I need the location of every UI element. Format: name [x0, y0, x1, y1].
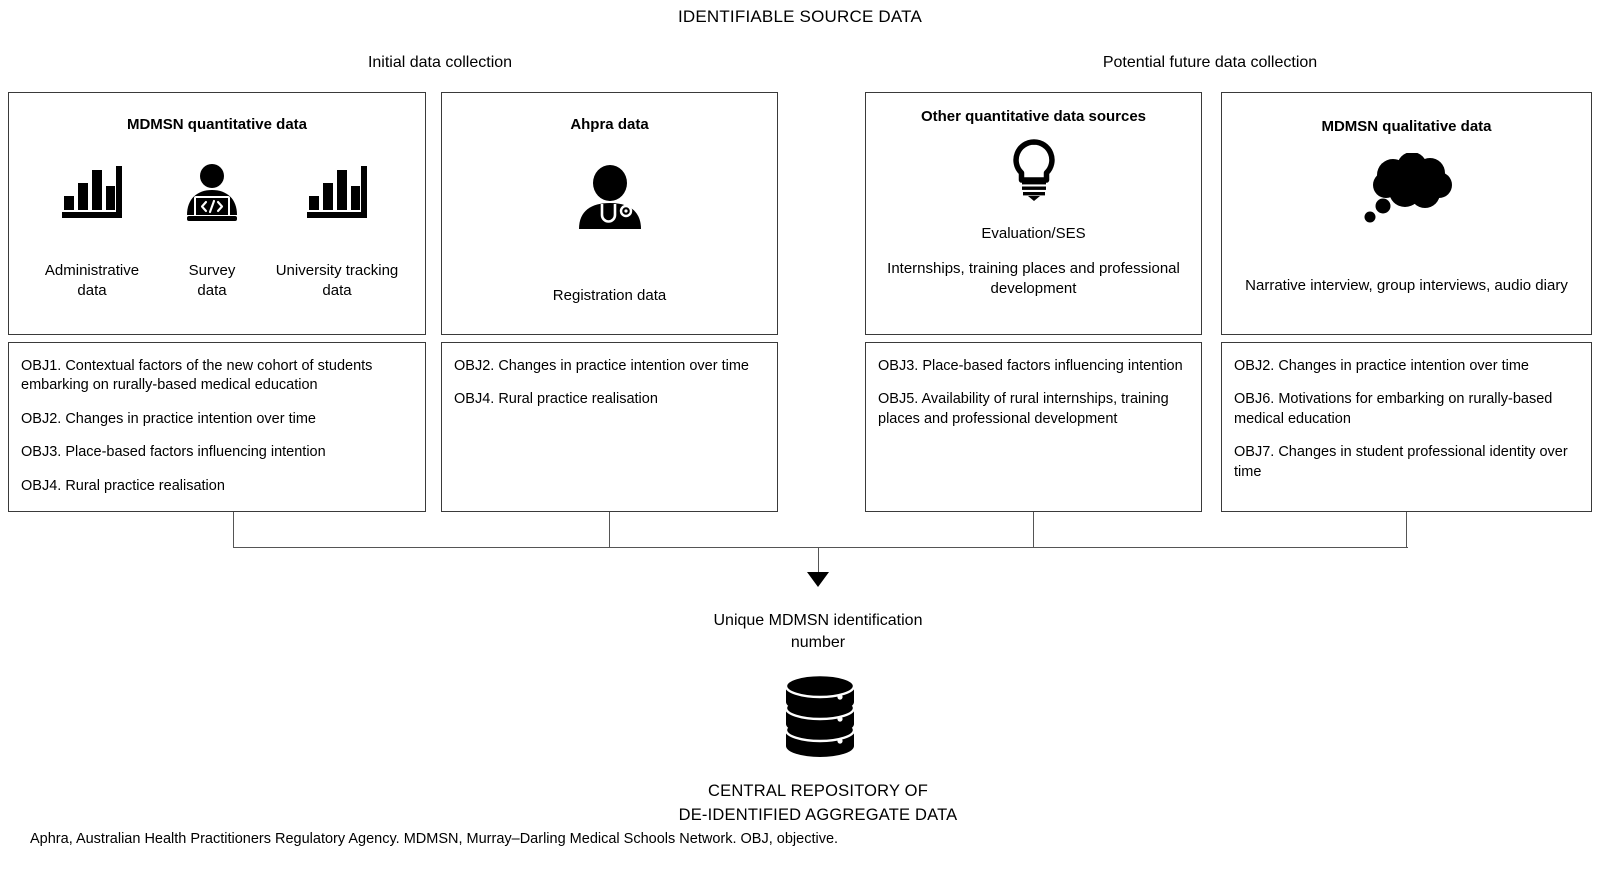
diagram-top-title: IDENTIFIABLE SOURCE DATA [677, 7, 923, 26]
unique-id-label: Unique MDMSN identification number [618, 610, 1018, 655]
source-box-other-quantitative: Other quantitative data sources Evaluati… [865, 92, 1202, 335]
source-box-mdmsn-quantitative: MDMSN quantitative data [8, 92, 426, 335]
bar-chart-icon [305, 163, 369, 228]
source-caption-qualitative: Narrative interview, group interviews, a… [1245, 277, 1568, 295]
objective-item: OBJ3. Place-based factors influencing in… [878, 358, 1183, 374]
connector-stem-to-arrow [818, 547, 820, 574]
arrow-head-down [807, 572, 829, 587]
objective-item: OBJ6. Motivations for embarking on rural… [1234, 391, 1553, 427]
connector-drop-mid-right [1033, 512, 1035, 548]
connector-horizontal-bus [233, 547, 1408, 549]
icon-caption-line1: Administrative [44, 262, 140, 280]
icon-caption-line1: University tracking [275, 262, 399, 280]
thought-bubble-icon [1355, 152, 1459, 230]
objective-item: OBJ3. Place-based factors influencing in… [21, 444, 326, 461]
objective-item: OBJ7. Changes in student professional id… [1234, 444, 1568, 480]
objective-item: OBJ2. Changes in practice intention over… [1234, 358, 1529, 374]
objective-item: OBJ4. Rural practice realisation [21, 477, 225, 494]
icon-caption-line2: data [77, 281, 107, 299]
bar-chart-icon [60, 163, 124, 228]
objective-item: OBJ2. Changes in practice intention over… [21, 410, 316, 427]
doctor-stethoscope-icon [575, 165, 645, 236]
lightbulb-icon [1009, 139, 1059, 206]
connector-drop-mid-left [609, 512, 611, 548]
icon-caption-university-tracking-data: University tracking data [276, 261, 399, 300]
central-repository-title-line2: DE-IDENTIFIED AGGREGATE DATA [678, 805, 958, 824]
central-repository-title: CENTRAL REPOSITORY OF DE-IDENTIFIED AGGR… [618, 780, 1018, 828]
database-cylinder-icon [782, 673, 858, 764]
icon-caption-line2: data [197, 281, 227, 299]
connector-drop-left [233, 512, 235, 548]
source-caption-internships: Internships, training places and profess… [887, 259, 1180, 297]
source-title: MDMSN qualitative data [1321, 118, 1492, 135]
objective-item: OBJ4. Rural practice realisation [454, 391, 658, 408]
icon-caption-line2: data [322, 281, 352, 299]
footnote-abbreviations: Aphra, Australian Health Practitioners R… [30, 831, 839, 847]
central-repository-title-line1: CENTRAL REPOSITORY OF [708, 782, 928, 800]
unique-id-label-line1: Unique MDMSN identification [713, 612, 923, 629]
icon-caption-administrative-data: Administrative data [45, 261, 139, 300]
source-box-mdmsn-qualitative: MDMSN qualitative data [1221, 92, 1592, 335]
objective-item: OBJ5. Availability of rural internships,… [878, 391, 1169, 427]
objective-item: OBJ1. Contextual factors of the new coho… [21, 358, 373, 394]
source-title: MDMSN quantitative data [126, 116, 307, 133]
objective-item: OBJ2. Changes in practice intention over… [454, 358, 749, 374]
icon-caption-line1: Survey [188, 262, 236, 280]
group-label-potential-future-data-collection: Potential future data collection [1102, 54, 1318, 71]
objectives-box-mdmsn-quantitative: OBJ1. Contextual factors of the new coho… [8, 342, 426, 512]
unique-id-label-line2: number [790, 634, 846, 652]
source-caption-evaluation-ses: Evaluation/SES [981, 225, 1086, 243]
connector-drop-right [1406, 512, 1408, 548]
group-label-initial-data-collection: Initial data collection [367, 54, 513, 71]
source-box-ahpra: Ahpra data Registration data [441, 92, 778, 335]
source-title: Other quantitative data sources [920, 108, 1147, 125]
source-title: Ahpra data [570, 116, 649, 133]
objectives-box-other-quantitative: OBJ3. Place-based factors influencing in… [865, 342, 1202, 512]
source-caption-registration-data: Registration data [552, 287, 667, 305]
icon-caption-survey-data: Survey data [189, 261, 236, 300]
person-laptop-code-icon [181, 163, 243, 228]
objectives-box-mdmsn-qualitative: OBJ2. Changes in practice intention over… [1221, 342, 1592, 512]
database-icon-wrapper [782, 672, 858, 765]
objectives-box-ahpra: OBJ2. Changes in practice intention over… [441, 342, 778, 512]
